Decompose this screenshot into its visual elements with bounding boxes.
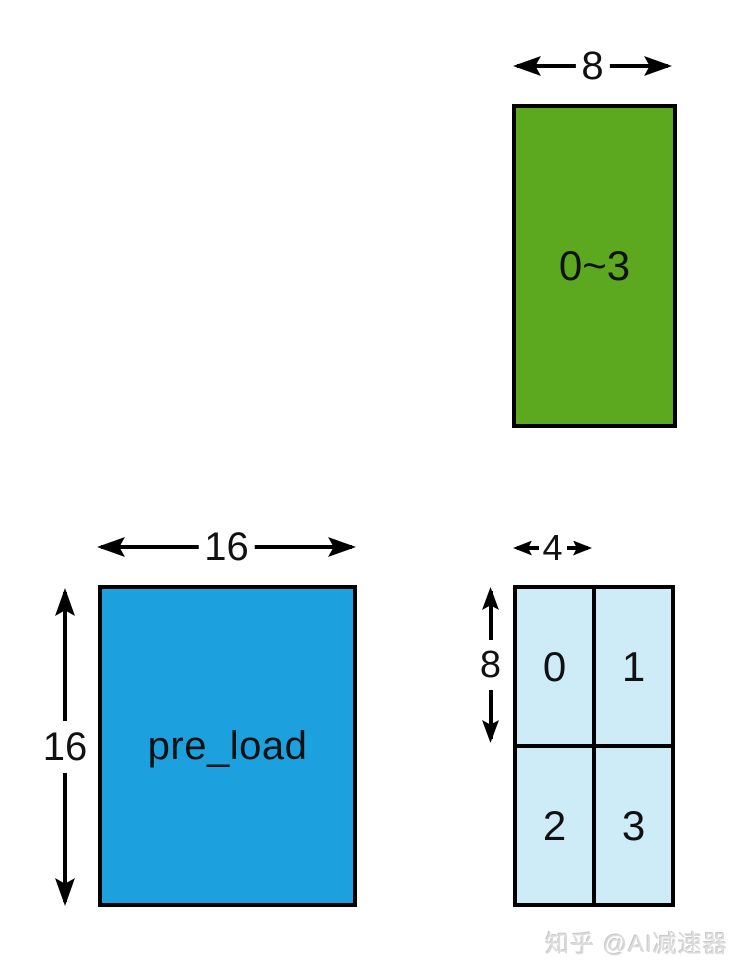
dimension-label-height-16: 16 <box>40 721 90 773</box>
dimension-arrow-width-8: 8 <box>513 44 672 88</box>
dimension-arrow-width-4: 4 <box>513 530 592 566</box>
dimension-label-height-8: 8 <box>477 640 504 690</box>
block-pre-load-label: pre_load <box>147 724 308 768</box>
dimension-arrow-height-8: 8 <box>477 587 504 743</box>
dimension-label-width-8: 8 <box>575 44 610 88</box>
block-0-3: 0~3 <box>512 104 677 428</box>
dimension-arrow-height-16: 16 <box>40 588 90 906</box>
tile-grid: 0 1 2 3 <box>513 585 675 907</box>
tile-cell-2: 2 <box>517 748 592 903</box>
dimension-label-width-16: 16 <box>198 525 255 569</box>
tile-cell-0: 0 <box>517 589 592 744</box>
tile-cell-3: 3 <box>596 748 671 903</box>
tile-cell-1: 1 <box>596 589 671 744</box>
dimension-label-width-4: 4 <box>538 530 567 566</box>
block-0-3-label: 0~3 <box>558 242 631 289</box>
block-pre-load: pre_load <box>98 585 357 907</box>
watermark-text: 知乎 @AI减速器 <box>545 931 728 958</box>
dimension-arrow-width-16: 16 <box>97 525 356 569</box>
